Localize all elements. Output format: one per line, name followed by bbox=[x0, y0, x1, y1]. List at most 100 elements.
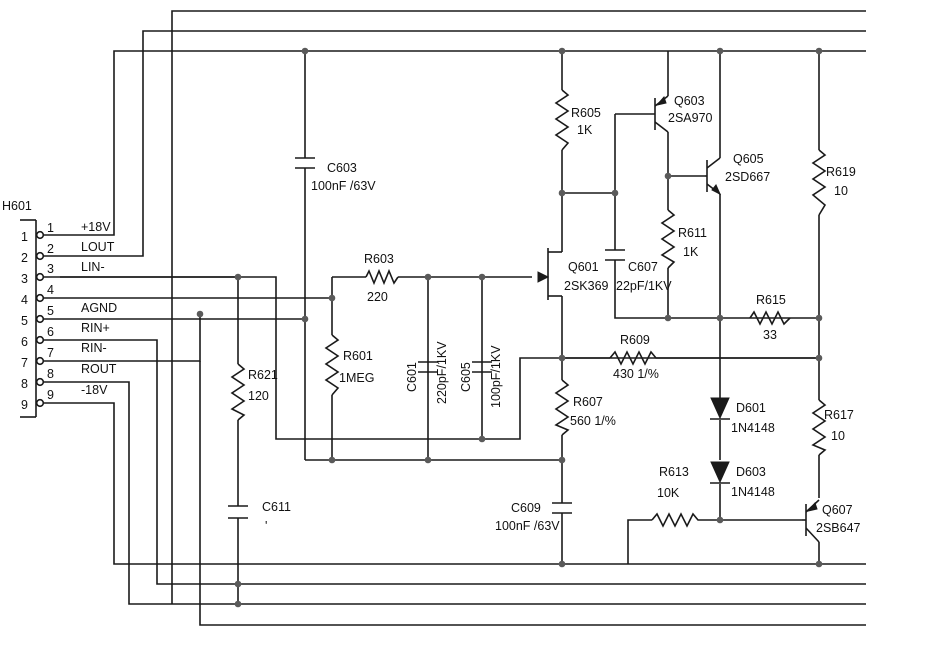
component-ref: R619 bbox=[826, 165, 856, 179]
pin-number: 1 bbox=[21, 230, 28, 244]
connector-pin-9: 9 9 -18V bbox=[21, 383, 108, 412]
component-ref: C601 bbox=[405, 362, 419, 392]
component-ref: R621 bbox=[248, 368, 278, 382]
resistor-r607: R607 560 1/% bbox=[554, 379, 616, 436]
resistor-r605: R605 1K bbox=[554, 89, 601, 151]
component-ref: R603 bbox=[364, 252, 394, 266]
capacitor-c605: C605 100pF/1KV bbox=[459, 345, 503, 408]
component-value: 220pF/1KV bbox=[435, 341, 449, 404]
pin-pad: 6 bbox=[47, 325, 54, 339]
pin-number: 2 bbox=[21, 251, 28, 265]
component-value: 22pF/1KV bbox=[616, 279, 672, 293]
component-value: 560 1/% bbox=[570, 414, 616, 428]
component-value: 2SA970 bbox=[668, 111, 713, 125]
component-value: 10K bbox=[657, 486, 680, 500]
resistor-r609: R609 430 1/% bbox=[609, 333, 660, 381]
capacitor-c607: C607 22pF/1KV bbox=[605, 249, 672, 293]
wiring bbox=[43, 10, 866, 626]
component-value: 100nF /63V bbox=[495, 519, 560, 533]
junctions bbox=[196, 47, 823, 608]
capacitor-c609: C609 100nF /63V bbox=[495, 501, 572, 533]
pin-pad: 7 bbox=[47, 346, 54, 360]
component-value: 100pF/1KV bbox=[489, 345, 503, 408]
connector-pin-2: 2 2 LOUT bbox=[21, 240, 115, 265]
pin-pad: 2 bbox=[47, 242, 54, 256]
capacitor-c603: C603 100nF /63V bbox=[295, 157, 376, 193]
component-value: 1K bbox=[577, 123, 593, 137]
component-value: 1N4148 bbox=[731, 485, 775, 499]
pin-pad: 4 bbox=[47, 283, 54, 297]
jfet-q601: Q601 2SK369 bbox=[537, 248, 609, 300]
component-ref: C607 bbox=[628, 260, 658, 274]
component-ref: C611 bbox=[262, 500, 291, 514]
connector-pin-6: 6 6 RIN+ bbox=[21, 321, 110, 349]
pin-number: 4 bbox=[21, 293, 28, 307]
component-ref: R611 bbox=[678, 226, 707, 240]
pin-pad: 8 bbox=[47, 367, 54, 381]
pin-number: 3 bbox=[21, 272, 28, 286]
transistor-q605: Q605 2SD667 bbox=[705, 152, 770, 196]
connector-h601: H601 bbox=[2, 199, 37, 418]
pin-pad: 3 bbox=[47, 262, 54, 276]
component-ref: R607 bbox=[573, 395, 603, 409]
pin-net-label: LIN- bbox=[81, 260, 105, 274]
resistor-r615: R615 33 bbox=[749, 293, 791, 342]
pin-number: 7 bbox=[21, 356, 28, 370]
capacitor-c601: C601 220pF/1KV bbox=[405, 341, 449, 404]
component-value: 100nF /63V bbox=[311, 179, 376, 193]
pin-net-label: +18V bbox=[81, 220, 111, 234]
component-ref: R609 bbox=[620, 333, 650, 347]
component-value: 2SB647 bbox=[816, 521, 861, 535]
component-ref: R601 bbox=[343, 349, 373, 363]
resistor-r617: R617 10 bbox=[811, 399, 854, 456]
resistor-r613: R613 10K bbox=[651, 465, 700, 528]
transistor-q603: Q603 2SA970 bbox=[654, 94, 713, 133]
pin-pad: 1 bbox=[47, 221, 54, 235]
diode-d601: D601 1N4148 bbox=[710, 395, 775, 435]
pin-net-label: RIN+ bbox=[81, 321, 110, 335]
connector-pin-1: 1 1 +18V bbox=[21, 220, 111, 244]
component-value: 120 bbox=[248, 389, 269, 403]
component-value: 1K bbox=[683, 245, 699, 259]
capacitor-c611: C611 ' bbox=[228, 500, 291, 533]
pin-net-label: LOUT bbox=[81, 240, 115, 254]
resistor-r611: R611 1K bbox=[660, 209, 707, 269]
component-ref: C605 bbox=[459, 362, 473, 392]
component-value: 2SK369 bbox=[564, 279, 609, 293]
component-ref: Q603 bbox=[674, 94, 705, 108]
pin-pad: 9 bbox=[47, 388, 54, 402]
component-value: 1MEG bbox=[339, 371, 374, 385]
component-ref: Q605 bbox=[733, 152, 764, 166]
connector-pin-3: 3 3 LIN- bbox=[21, 260, 105, 286]
component-ref: D601 bbox=[736, 401, 766, 415]
component-ref: Q601 bbox=[568, 260, 599, 274]
pin-net-label: -18V bbox=[81, 383, 108, 397]
pin-number: 8 bbox=[21, 377, 28, 391]
component-value: 10 bbox=[831, 429, 845, 443]
resistor-r619: R619 10 bbox=[811, 149, 856, 216]
pin-pad: 5 bbox=[47, 304, 54, 318]
component-ref: R605 bbox=[571, 106, 601, 120]
pin-net-label: RIN- bbox=[81, 341, 107, 355]
pin-net-label: ROUT bbox=[81, 362, 117, 376]
component-ref: Q607 bbox=[822, 503, 853, 517]
component-ref: D603 bbox=[736, 465, 766, 479]
component-ref: C603 bbox=[327, 161, 357, 175]
component-value: 33 bbox=[763, 328, 777, 342]
component-ref: C609 bbox=[511, 501, 541, 515]
connector-pin-8: 8 8 ROUT bbox=[21, 362, 117, 391]
component-value: 2SD667 bbox=[725, 170, 770, 184]
component-value: 10 bbox=[834, 184, 848, 198]
pin-number: 6 bbox=[21, 335, 28, 349]
pin-net-label: AGND bbox=[81, 301, 117, 315]
component-ref: R615 bbox=[756, 293, 786, 307]
component-value: 1N4148 bbox=[731, 421, 775, 435]
resistor-r601: R601 1MEG bbox=[324, 334, 374, 396]
pin-number: 9 bbox=[21, 398, 28, 412]
resistor-r603: R603 220 bbox=[364, 252, 399, 304]
component-value: ' bbox=[265, 519, 267, 533]
transistor-q607: Q607 2SB647 bbox=[802, 499, 861, 543]
connector-pin-5: 5 5 AGND bbox=[21, 301, 117, 328]
diode-d603: D603 1N4148 bbox=[710, 461, 775, 499]
